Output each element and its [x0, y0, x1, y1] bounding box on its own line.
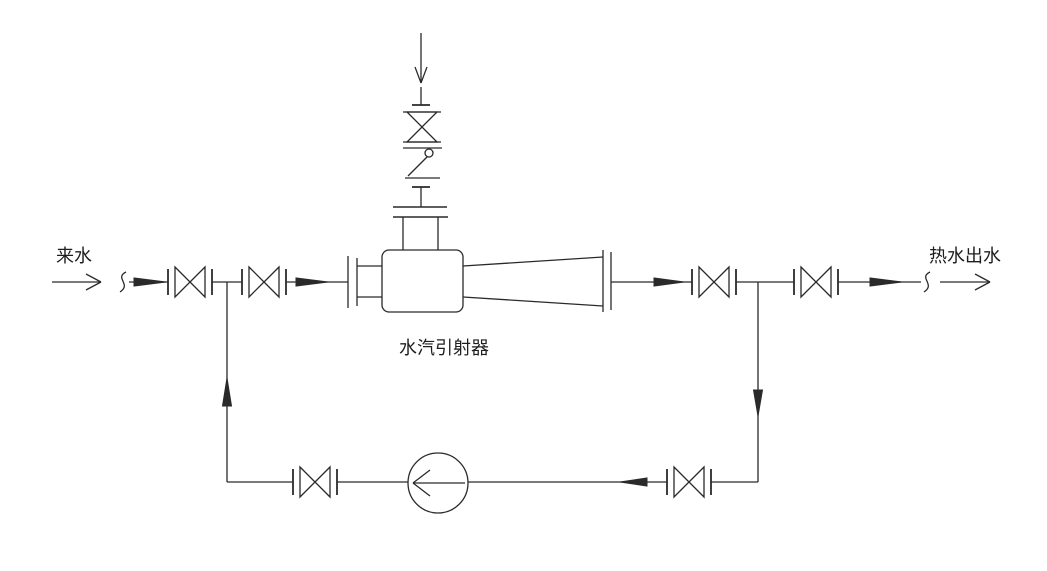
pump-flow-arrow — [412, 469, 465, 497]
check-valve — [403, 147, 442, 179]
piping-network — [52, 33, 991, 514]
circulation-pump — [407, 452, 469, 514]
ejector-label: 水汽引射器 — [399, 338, 489, 359]
outlet-flow-arrow — [940, 273, 991, 291]
gate-valve-recirc-right — [666, 465, 712, 499]
pipe-break-left — [119, 271, 127, 293]
flow-dart — [221, 377, 233, 407]
steam-valve — [403, 111, 441, 143]
flow-dart — [653, 277, 685, 287]
gate-valve-inlet-1 — [167, 265, 213, 299]
gate-valve-outlet-1 — [691, 265, 737, 299]
pipe-break-right — [923, 271, 931, 293]
outlet-label: 热水出水 — [929, 246, 1001, 267]
inlet-flow-arrow — [52, 273, 102, 291]
ejector — [347, 249, 612, 313]
inlet-label: 来水 — [56, 246, 92, 267]
gate-valve-outlet-2 — [793, 265, 839, 299]
flow-dart — [133, 277, 167, 287]
flow-dart — [869, 277, 903, 287]
gate-valve-inlet-2 — [241, 265, 287, 299]
steam-flow-arrow — [414, 33, 428, 84]
gate-valve-recirc-left — [292, 465, 338, 499]
flow-dart — [619, 477, 648, 487]
flow-dart — [295, 277, 329, 287]
flow-dart — [752, 389, 764, 417]
